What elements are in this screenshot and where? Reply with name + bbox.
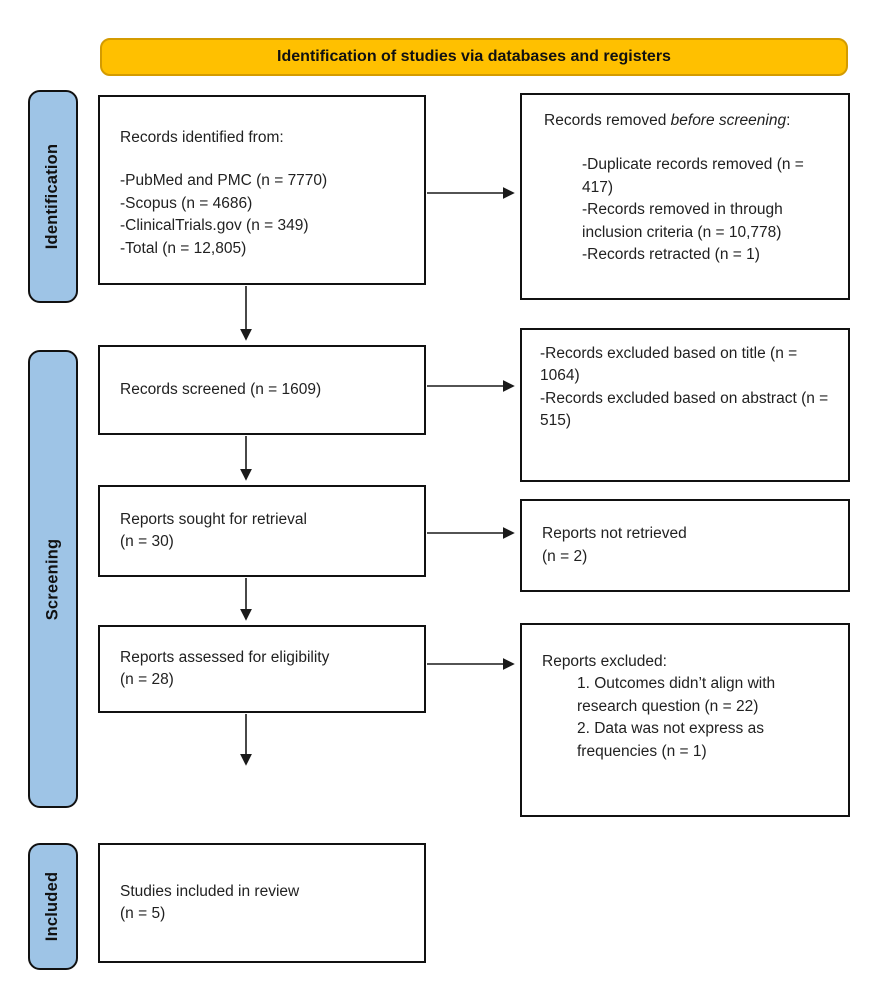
box-records-removed: Records removed before screening: -Dupli… bbox=[520, 93, 850, 300]
reports-assessed-line1: Reports assessed for eligibility bbox=[120, 648, 330, 666]
stage-included: Included bbox=[28, 843, 78, 970]
records-removed-list: -Duplicate records removed (n = 417) -Re… bbox=[582, 154, 834, 266]
reports-sought-line1: Reports sought for retrieval bbox=[120, 510, 307, 528]
stage-identification-label: Identification bbox=[43, 143, 62, 250]
list-item: -ClinicalTrials.gov (n = 349) bbox=[120, 217, 309, 235]
records-removed-title: Records removed before screening: bbox=[544, 112, 791, 129]
reports-excluded-list: 1. Outcomes didn’t align with research q… bbox=[577, 673, 834, 763]
records-screened-text: Records screened (n = 1609) bbox=[120, 380, 322, 398]
reports-not-retrieved-line1: Reports not retrieved bbox=[542, 525, 687, 543]
box-studies-included: Studies included in review (n = 5) bbox=[98, 843, 426, 963]
box-reports-not-retrieved: Reports not retrieved (n = 2) bbox=[520, 499, 850, 592]
stage-screening: Screening bbox=[28, 350, 78, 808]
list-item: -Records excluded based on abstract (n =… bbox=[540, 389, 829, 430]
box-records-identified: Records identified from: -PubMed and PMC… bbox=[98, 95, 426, 285]
records-identified-list: -PubMed and PMC (n = 7770) -Scopus (n = … bbox=[120, 170, 406, 260]
banner-title: Identification of studies via databases … bbox=[100, 38, 848, 76]
stage-included-label: Included bbox=[43, 871, 62, 942]
box-reports-assessed: Reports assessed for eligibility (n = 28… bbox=[98, 625, 426, 713]
list-item: 1. Outcomes didn’t align with research q… bbox=[577, 675, 776, 715]
box-records-excluded-title-abstract: -Records excluded based on title (n = 10… bbox=[520, 328, 850, 482]
studies-included-line1: Studies included in review bbox=[120, 882, 300, 900]
list-item: -Records excluded based on title (n = 10… bbox=[540, 345, 798, 385]
reports-excluded-title: Reports excluded: bbox=[542, 653, 667, 670]
list-item: -Records removed in through inclusion cr… bbox=[582, 201, 783, 241]
box-records-screened: Records screened (n = 1609) bbox=[98, 345, 426, 435]
box-reports-excluded: Reports excluded: 1. Outcomes didn’t ali… bbox=[520, 623, 850, 817]
reports-assessed-line2: (n = 28) bbox=[120, 671, 174, 688]
list-item: 2. Data was not express as frequencies (… bbox=[577, 720, 764, 760]
list-item: -Scopus (n = 4686) bbox=[120, 194, 253, 212]
list-item: -Total (n = 12,805) bbox=[120, 239, 247, 257]
records-identified-title: Records identified from: bbox=[120, 129, 284, 146]
reports-sought-line2: (n = 30) bbox=[120, 533, 174, 550]
list-item: -Records retracted (n = 1) bbox=[582, 246, 760, 264]
reports-not-retrieved-line2: (n = 2) bbox=[542, 547, 588, 565]
stage-screening-label: Screening bbox=[43, 538, 62, 620]
list-item: -Duplicate records removed (n = 417) bbox=[582, 156, 804, 196]
studies-included-line2: (n = 5) bbox=[120, 905, 166, 922]
list-item: -PubMed and PMC (n = 7770) bbox=[120, 172, 328, 190]
box-reports-sought: Reports sought for retrieval (n = 30) bbox=[98, 485, 426, 577]
stage-identification: Identification bbox=[28, 90, 78, 303]
